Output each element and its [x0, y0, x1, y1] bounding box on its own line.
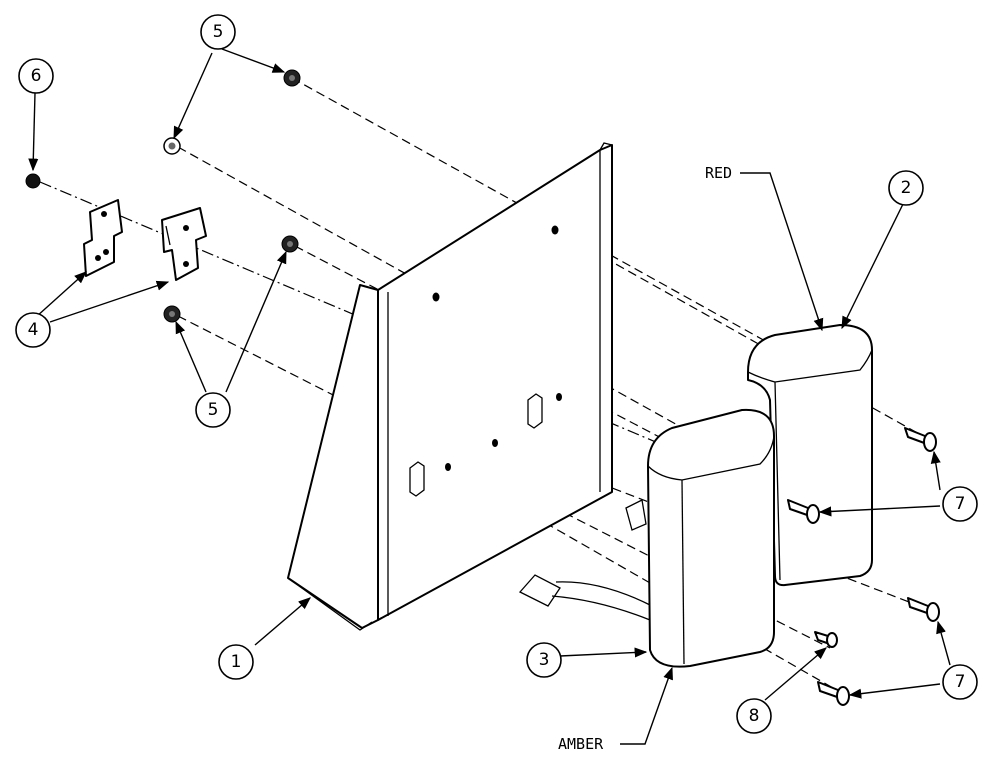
balloon-7-upper: 7 [942, 486, 978, 522]
svg-text:1: 1 [231, 652, 242, 672]
balloon-7-lower: 7 [942, 664, 978, 700]
screws [787, 427, 940, 706]
red-lamp-part-2 [747, 324, 873, 587]
balloon-5-mid: 5 [195, 392, 231, 428]
leader-lines [28, 48, 951, 745]
svg-text:6: 6 [31, 66, 42, 86]
clips-part-4 [83, 199, 207, 281]
balloon-2: 2 [888, 170, 924, 206]
callout-red: RED [705, 164, 732, 182]
balloon-8: 8 [736, 698, 772, 734]
balloon-3: 3 [526, 642, 562, 678]
svg-text:7: 7 [955, 494, 966, 514]
svg-text:5: 5 [208, 400, 219, 420]
balloon-4: 4 [15, 312, 51, 348]
svg-text:3: 3 [539, 650, 550, 670]
svg-text:2: 2 [901, 178, 912, 198]
nuts [25, 69, 301, 323]
svg-text:5: 5 [213, 22, 224, 42]
balloon-1: 1 [218, 644, 254, 680]
mounting-bracket-part-1 [287, 142, 613, 631]
svg-text:7: 7 [955, 672, 966, 692]
amber-lamp-part-3 [518, 408, 775, 668]
callout-amber: AMBER [558, 735, 604, 753]
balloon-6: 6 [18, 58, 54, 94]
balloon-5-top: 5 [200, 14, 236, 50]
svg-text:8: 8 [749, 706, 760, 726]
svg-text:4: 4 [28, 320, 39, 340]
